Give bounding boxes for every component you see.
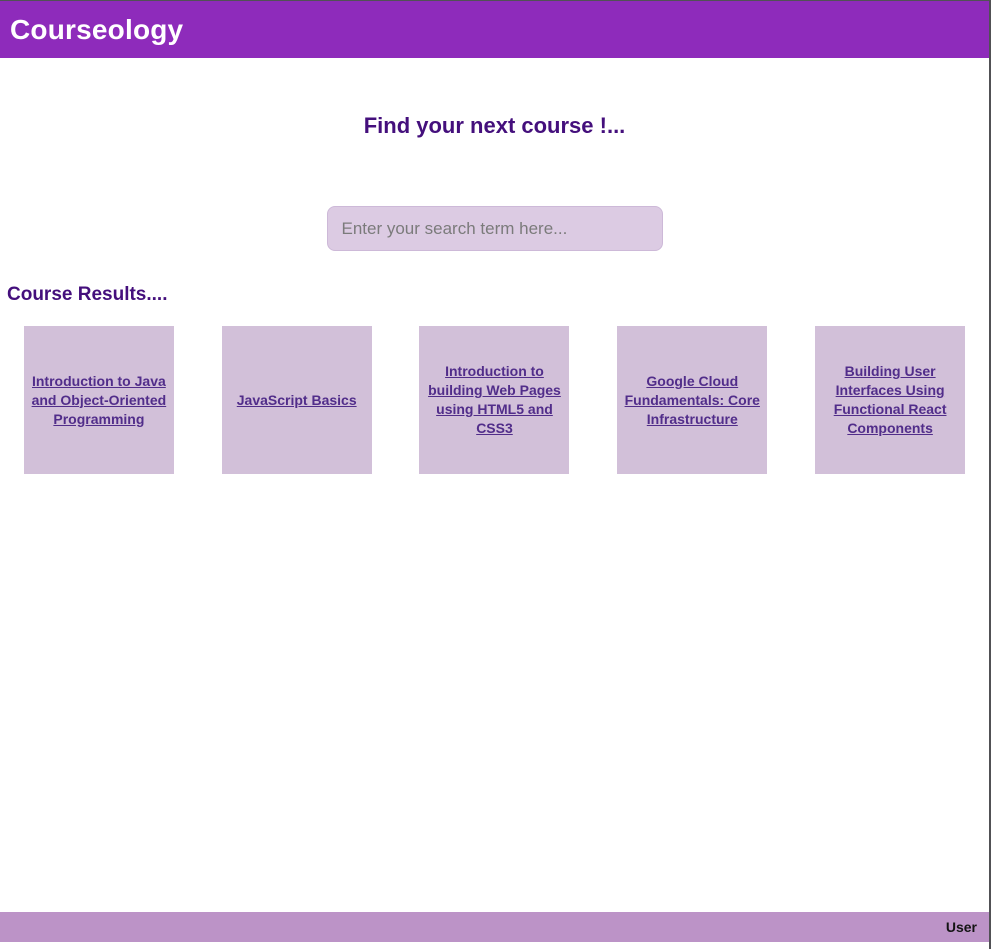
user-link[interactable]: User: [945, 919, 977, 935]
course-link-react-components[interactable]: Building User Interfaces Using Functiona…: [833, 363, 947, 436]
results-heading: Course Results....: [7, 284, 168, 305]
course-cards-row: Introduction to Java and Object-Oriented…: [0, 326, 989, 474]
course-card: Building User Interfaces Using Functiona…: [815, 326, 966, 474]
course-link-google-cloud[interactable]: Google Cloud Fundamentals: Core Infrastr…: [624, 372, 760, 427]
hero-heading: Find your next course !...: [363, 113, 626, 138]
search-area: [0, 206, 989, 251]
course-card: Introduction to building Web Pages using…: [419, 326, 570, 474]
app-header: Courseology: [0, 1, 989, 58]
course-link-javascript-basics[interactable]: JavaScript Basics: [236, 391, 357, 408]
footer-bar: User: [0, 912, 989, 942]
course-link-html5-css3[interactable]: Introduction to building Web Pages using…: [428, 363, 561, 436]
course-card: JavaScript Basics: [221, 326, 372, 474]
main-content: Find your next course !... Course Result…: [0, 58, 989, 912]
course-card: Introduction to Java and Object-Oriented…: [23, 326, 174, 474]
search-input[interactable]: [326, 206, 663, 251]
app-title: Courseology: [10, 13, 184, 45]
course-link-java-oop[interactable]: Introduction to Java and Object-Oriented…: [31, 372, 167, 427]
course-card: Google Cloud Fundamentals: Core Infrastr…: [617, 326, 768, 474]
